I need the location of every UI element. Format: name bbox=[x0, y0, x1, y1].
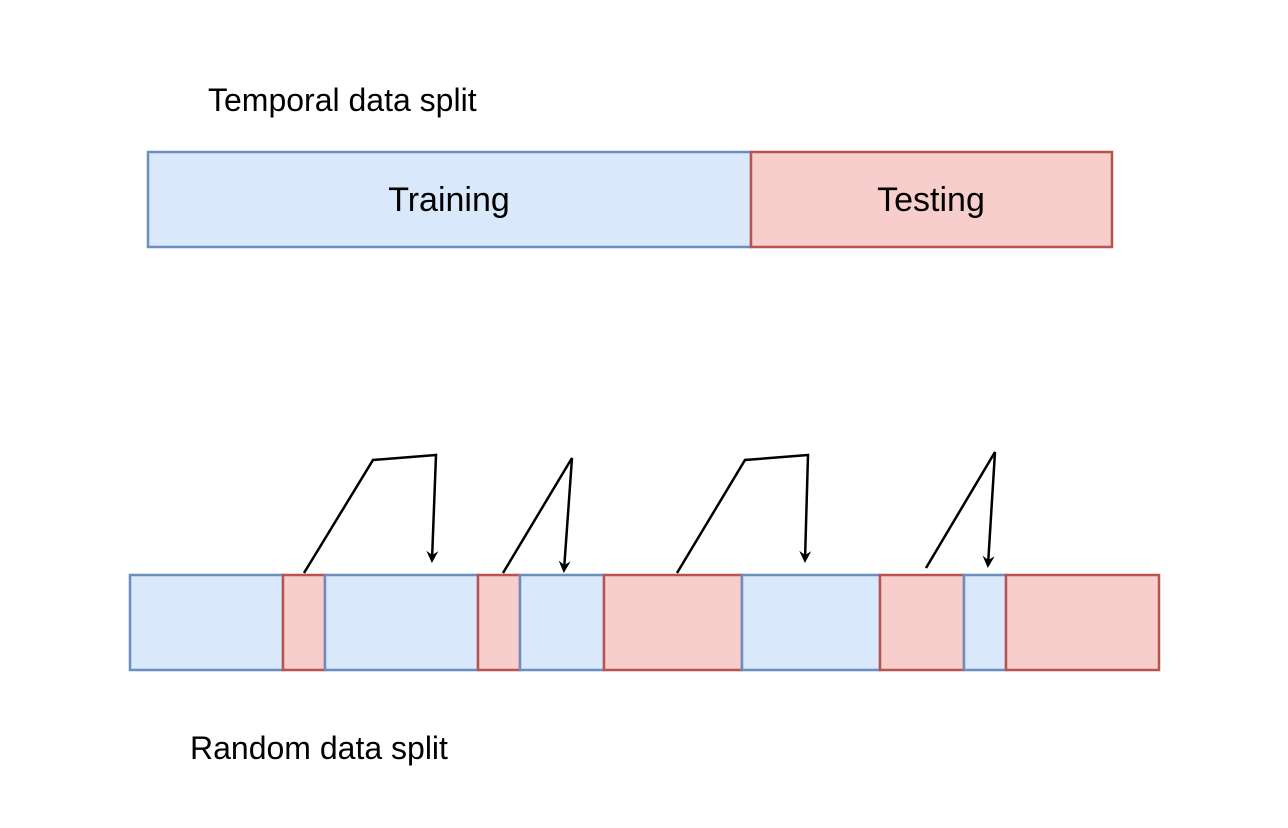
random-segment-8 bbox=[878, 573, 966, 672]
swap-arrow-4 bbox=[924, 451, 997, 569]
random-split-bar bbox=[128, 573, 1161, 672]
random-segment-1 bbox=[128, 573, 285, 672]
random-segment-6 bbox=[602, 573, 744, 672]
random-segment-9 bbox=[962, 573, 1008, 672]
temporal-split-bar: Training Testing bbox=[146, 150, 1114, 249]
swap-arrows bbox=[302, 451, 997, 574]
temporal-training-segment bbox=[146, 150, 753, 249]
random-segment-7 bbox=[740, 573, 882, 672]
swap-arrow-3 bbox=[675, 453, 812, 574]
swap-arrow-2 bbox=[501, 457, 574, 574]
random-segment-2 bbox=[281, 573, 327, 672]
random-segment-4 bbox=[476, 573, 522, 672]
temporal-training-label: Training bbox=[388, 181, 510, 219]
temporal-split-title: Temporal data split bbox=[208, 82, 477, 118]
random-segment-10 bbox=[1004, 573, 1161, 672]
swap-arrow-1 bbox=[302, 453, 439, 574]
temporal-testing-label: Testing bbox=[877, 181, 985, 219]
random-split-title: Random data split bbox=[190, 730, 448, 766]
temporal-testing-segment bbox=[749, 150, 1114, 249]
random-segment-5 bbox=[518, 573, 606, 672]
random-segment-3 bbox=[323, 573, 480, 672]
